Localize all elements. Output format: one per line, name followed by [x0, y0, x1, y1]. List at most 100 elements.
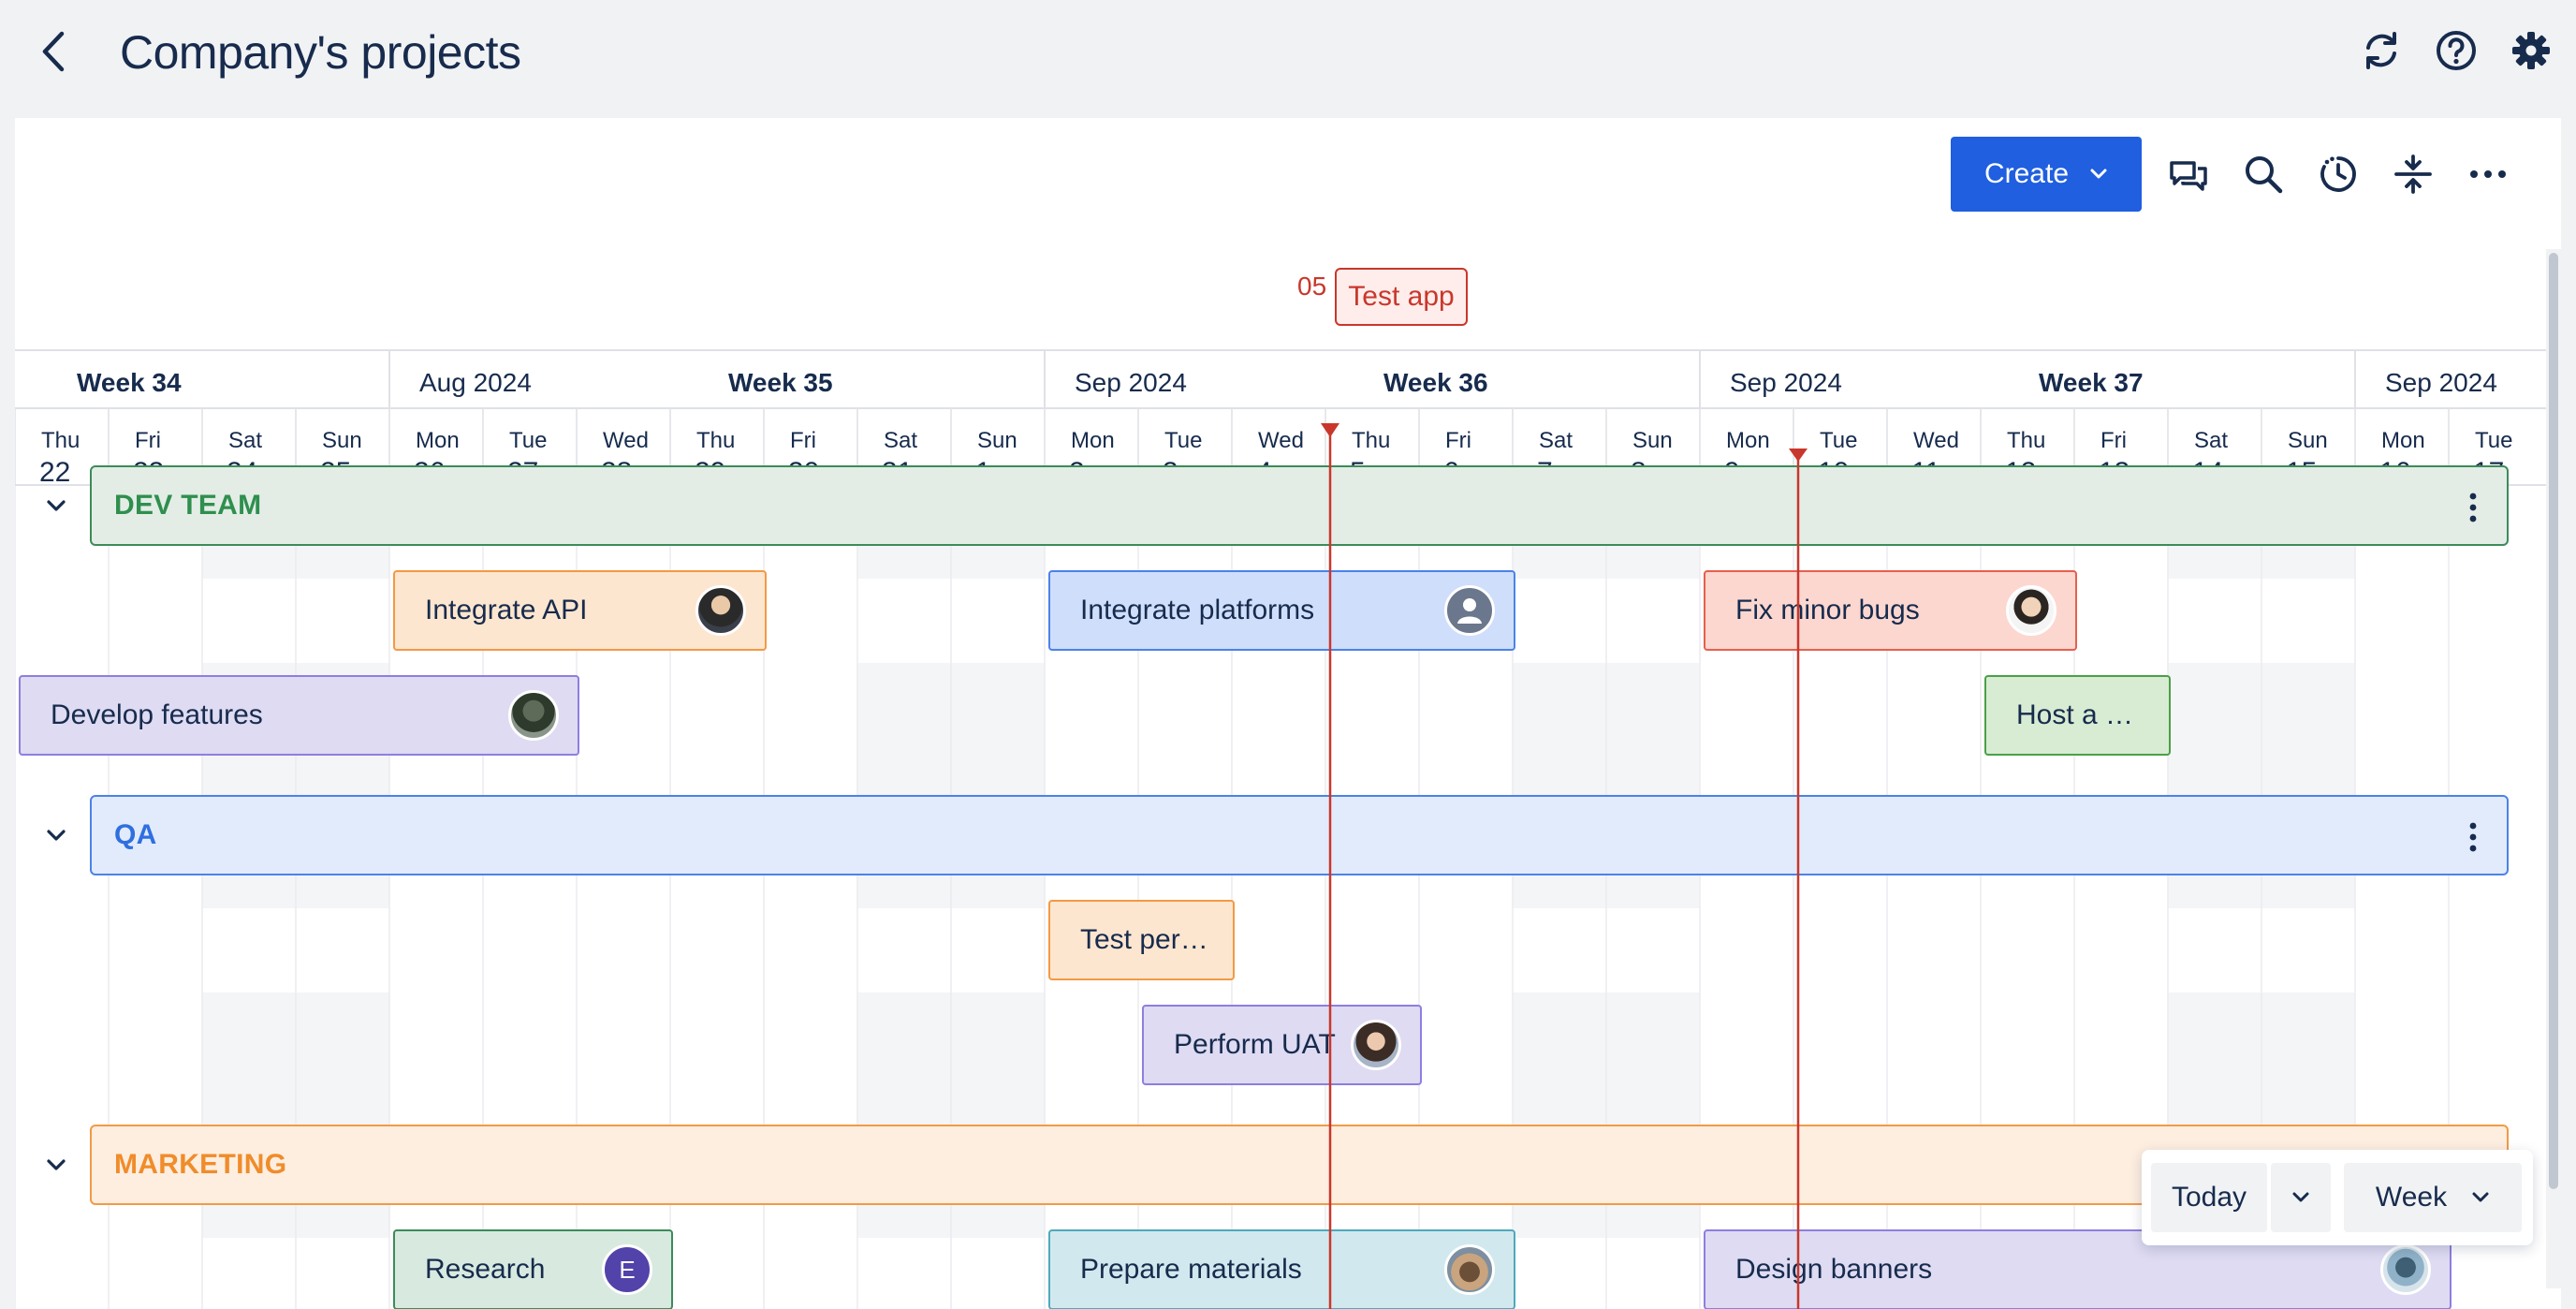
more-icon[interactable] — [2467, 154, 2509, 195]
today-button[interactable]: Today — [2151, 1163, 2267, 1232]
collapse-marketing-chevron-icon[interactable] — [41, 1150, 71, 1180]
week-month-label: Sep 2024 — [1730, 368, 1842, 397]
day-of-week: Sat — [1539, 428, 1573, 453]
day-of-week: Sun — [977, 428, 1017, 453]
day-of-week: Mon — [1071, 428, 1115, 453]
history-icon[interactable] — [2318, 154, 2359, 195]
day-of-week: Wed — [1913, 428, 1959, 453]
day-of-week: Thu — [2007, 428, 2045, 453]
assignee-avatar[interactable] — [2006, 585, 2056, 636]
task-host-a[interactable]: Host a … — [1984, 675, 2171, 756]
day-of-week: Sun — [1632, 428, 1673, 453]
milestone-row-bg — [15, 324, 2546, 485]
search-icon[interactable] — [2243, 154, 2284, 195]
group-label: QA — [114, 819, 157, 850]
day-of-week: Sun — [322, 428, 362, 453]
vertical-scrollbar[interactable] — [2546, 249, 2561, 1288]
group-marketing[interactable]: MARKETING — [90, 1125, 2509, 1205]
day-of-week: Tue — [509, 428, 547, 453]
task-research[interactable]: Research E — [393, 1229, 673, 1309]
day-of-week: Tue — [1164, 428, 1202, 453]
task-test-per[interactable]: Test per… — [1048, 900, 1235, 980]
week-month-label: Sep 2024 — [1075, 368, 1187, 397]
day-of-week: Mon — [416, 428, 460, 453]
help-icon[interactable] — [2434, 28, 2479, 73]
task-label: Design banners — [1735, 1254, 1933, 1285]
day-of-week: Wed — [603, 428, 649, 453]
group-menu-icon[interactable] — [2467, 821, 2479, 853]
day-of-week: Wed — [1258, 428, 1304, 453]
group-label: DEV TEAM — [114, 490, 262, 521]
collapse-qa-chevron-icon[interactable] — [41, 820, 71, 850]
toolbar: Create — [15, 118, 2561, 230]
assignee-avatar[interactable] — [1351, 1020, 1401, 1070]
day-of-week: Thu — [696, 428, 735, 453]
assignee-avatar[interactable] — [2380, 1244, 2431, 1295]
collapse-dev-team-chevron-icon[interactable] — [41, 491, 71, 521]
day-of-week: Sat — [228, 428, 262, 453]
week-label: Week 35 — [728, 368, 833, 397]
assignee-avatar[interactable] — [508, 690, 559, 741]
group-dev-team[interactable]: DEV TEAM — [90, 465, 2509, 546]
day-of-week: Tue — [2475, 428, 2512, 453]
day-of-week: Fri — [2100, 428, 2127, 453]
chevron-down-icon — [2292, 1192, 2309, 1202]
create-button[interactable]: Create — [1951, 137, 2142, 212]
day-of-week: Mon — [2381, 428, 2425, 453]
view-controls: Today Week — [2142, 1150, 2533, 1245]
day-of-week: Mon — [1726, 428, 1770, 453]
week-label: Week 34 — [77, 368, 182, 397]
settings-icon[interactable] — [2509, 28, 2554, 73]
task-fix-minor-bugs[interactable]: Fix minor bugs — [1704, 570, 2077, 651]
day-of-week: Thu — [1352, 428, 1390, 453]
assignee-avatar[interactable] — [1444, 1244, 1495, 1295]
today-dropdown[interactable] — [2271, 1163, 2331, 1232]
milestone-test-app[interactable]: Test app — [1335, 268, 1468, 326]
task-label: Integrate platforms — [1080, 595, 1315, 625]
task-label: Prepare materials — [1080, 1254, 1302, 1285]
collapse-icon[interactable] — [2393, 154, 2434, 195]
view-scale-select[interactable]: Week — [2344, 1163, 2522, 1232]
comments-icon[interactable] — [2168, 154, 2209, 195]
chevron-down-icon — [2090, 169, 2107, 179]
task-integrate-platforms[interactable]: Integrate platforms — [1048, 570, 1515, 651]
task-label: Integrate API — [425, 595, 588, 625]
day-of-week: Sat — [2194, 428, 2228, 453]
chevron-down-icon — [2472, 1192, 2489, 1202]
view-scale-label: Week — [2375, 1182, 2448, 1213]
assignee-avatar[interactable] — [695, 585, 746, 636]
task-label: Host a … — [2016, 699, 2134, 730]
task-label: Test per… — [1080, 924, 1208, 955]
task-label: Fix minor bugs — [1735, 595, 1920, 625]
milestone-date: 05 — [1297, 272, 1327, 301]
page-title: Company's projects — [120, 26, 521, 79]
task-develop-features[interactable]: Develop features — [19, 675, 579, 756]
task-label: Perform UAT — [1174, 1029, 1336, 1060]
group-label: MARKETING — [114, 1149, 287, 1180]
week-month-label: Aug 2024 — [419, 368, 532, 397]
page-header: Company's projects — [0, 0, 2576, 112]
day-of-week: Fri — [790, 428, 816, 453]
group-menu-icon[interactable] — [2467, 492, 2479, 523]
week-label: Week 37 — [2039, 368, 2144, 397]
day-of-week: Sun — [2288, 428, 2328, 453]
sync-icon[interactable] — [2359, 28, 2404, 73]
scrollbar-thumb[interactable] — [2549, 253, 2558, 1189]
day-number: 22 — [39, 457, 70, 488]
task-label: Develop features — [51, 699, 263, 730]
assignee-initial-avatar[interactable]: E — [602, 1244, 652, 1295]
day-of-week: Fri — [1445, 428, 1471, 453]
task-perform-uat[interactable]: Perform UAT — [1142, 1005, 1422, 1085]
task-prepare-materials[interactable]: Prepare materials — [1048, 1229, 1515, 1309]
task-integrate-api[interactable]: Integrate API — [393, 570, 767, 651]
task-label: Research — [425, 1254, 546, 1285]
week-month-label: Sep 2024 — [2385, 368, 2497, 397]
day-of-week: Thu — [41, 428, 80, 453]
create-button-label: Create — [1983, 158, 2070, 189]
week-label: Week 36 — [1383, 368, 1488, 397]
back-icon[interactable] — [34, 28, 71, 75]
group-qa[interactable]: QA — [90, 795, 2509, 875]
day-of-week: Fri — [135, 428, 161, 453]
group-row-bg — [15, 908, 2546, 993]
default-user-avatar-icon[interactable] — [1444, 585, 1495, 636]
